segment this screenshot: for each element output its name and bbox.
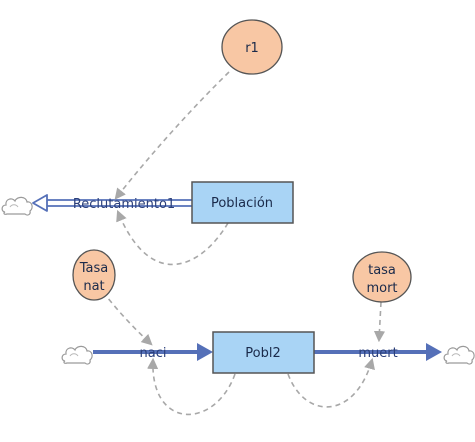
aux-tasa-nat-label-line1: Tasa: [79, 261, 109, 276]
aux-tasa-mort-label-line1: tasa: [368, 263, 396, 278]
link-r1-to-reclutamiento: [114, 71, 230, 200]
flow-pipe-naci[interactable]: [93, 343, 213, 361]
aux-tasa-mort-label-line2: mort: [366, 281, 397, 296]
flow-reclutamiento-label[interactable]: Reclutamiento1: [73, 197, 175, 212]
flow-naci-label[interactable]: naci: [140, 346, 167, 361]
link-pobl2-to-muert: [287, 357, 375, 408]
cloud-icon[interactable]: [1, 196, 33, 216]
stock-pobl2-label: Pobl2: [245, 346, 280, 361]
aux-r1[interactable]: r1: [221, 19, 283, 75]
link-tasamort-to-muert: [373, 301, 386, 343]
aux-r1-label: r1: [245, 41, 259, 56]
info-links: [102, 71, 386, 416]
cloud-icon[interactable]: [443, 345, 475, 365]
link-poblacion-to-reclutamiento: [116, 209, 229, 266]
flow-muert-label[interactable]: muert: [358, 346, 397, 361]
cloud-icon[interactable]: [61, 345, 93, 365]
flow-pipe-muert[interactable]: [314, 343, 442, 361]
aux-tasa-mort[interactable]: tasa mort: [352, 251, 412, 303]
stock-poblacion-label: Población: [211, 196, 273, 211]
flow-pipe-reclutamiento[interactable]: [32, 194, 192, 212]
stock-poblacion[interactable]: Población: [191, 181, 294, 224]
aux-tasa-nat[interactable]: Tasa nat: [72, 249, 116, 301]
stock-pobl2[interactable]: Pobl2: [212, 331, 315, 374]
link-tasanat-to-naci: [102, 291, 153, 346]
aux-tasa-nat-label-line2: nat: [83, 279, 104, 294]
link-pobl2-to-naci: [147, 357, 236, 416]
